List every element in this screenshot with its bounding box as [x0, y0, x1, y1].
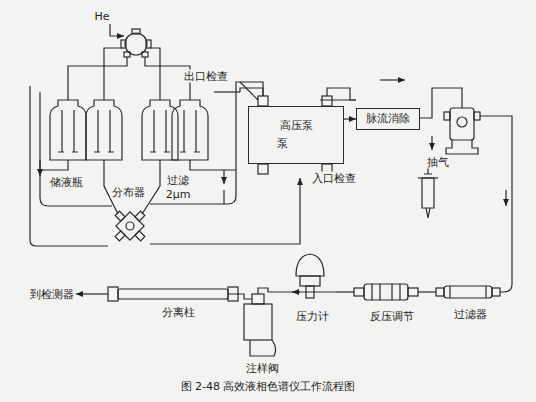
part-label: 出口检查 [183, 70, 229, 83]
part-label: 过滤器 [453, 308, 488, 321]
part-label: 到检测器 [29, 288, 75, 301]
pump-box: 高压泵泵 [248, 106, 344, 164]
damper-box: 脉流消除 [356, 108, 420, 130]
part-label: 注样阀 [245, 362, 280, 375]
node-text: 高压泵 [280, 119, 313, 133]
part-label: 入口检查 [311, 172, 357, 185]
part-label: 2μm [165, 188, 192, 201]
part-label: 压力计 [295, 310, 330, 323]
node-text: 泵 [277, 137, 288, 151]
part-label: 分布器 [111, 186, 146, 199]
flow-connector [344, 118, 356, 119]
part-label: 反压调节 [369, 310, 415, 323]
part-label: 分离柱 [161, 306, 196, 319]
part-label: He [93, 10, 110, 23]
part-label: 抽气 [426, 156, 450, 169]
part-label: 过滤 [166, 174, 190, 187]
part-label: 储液瓶 [49, 176, 84, 189]
figure-caption: 图 2-48 高效液相色谱仪工作流程图 [181, 379, 356, 394]
node-text: 脉流消除 [366, 112, 410, 126]
